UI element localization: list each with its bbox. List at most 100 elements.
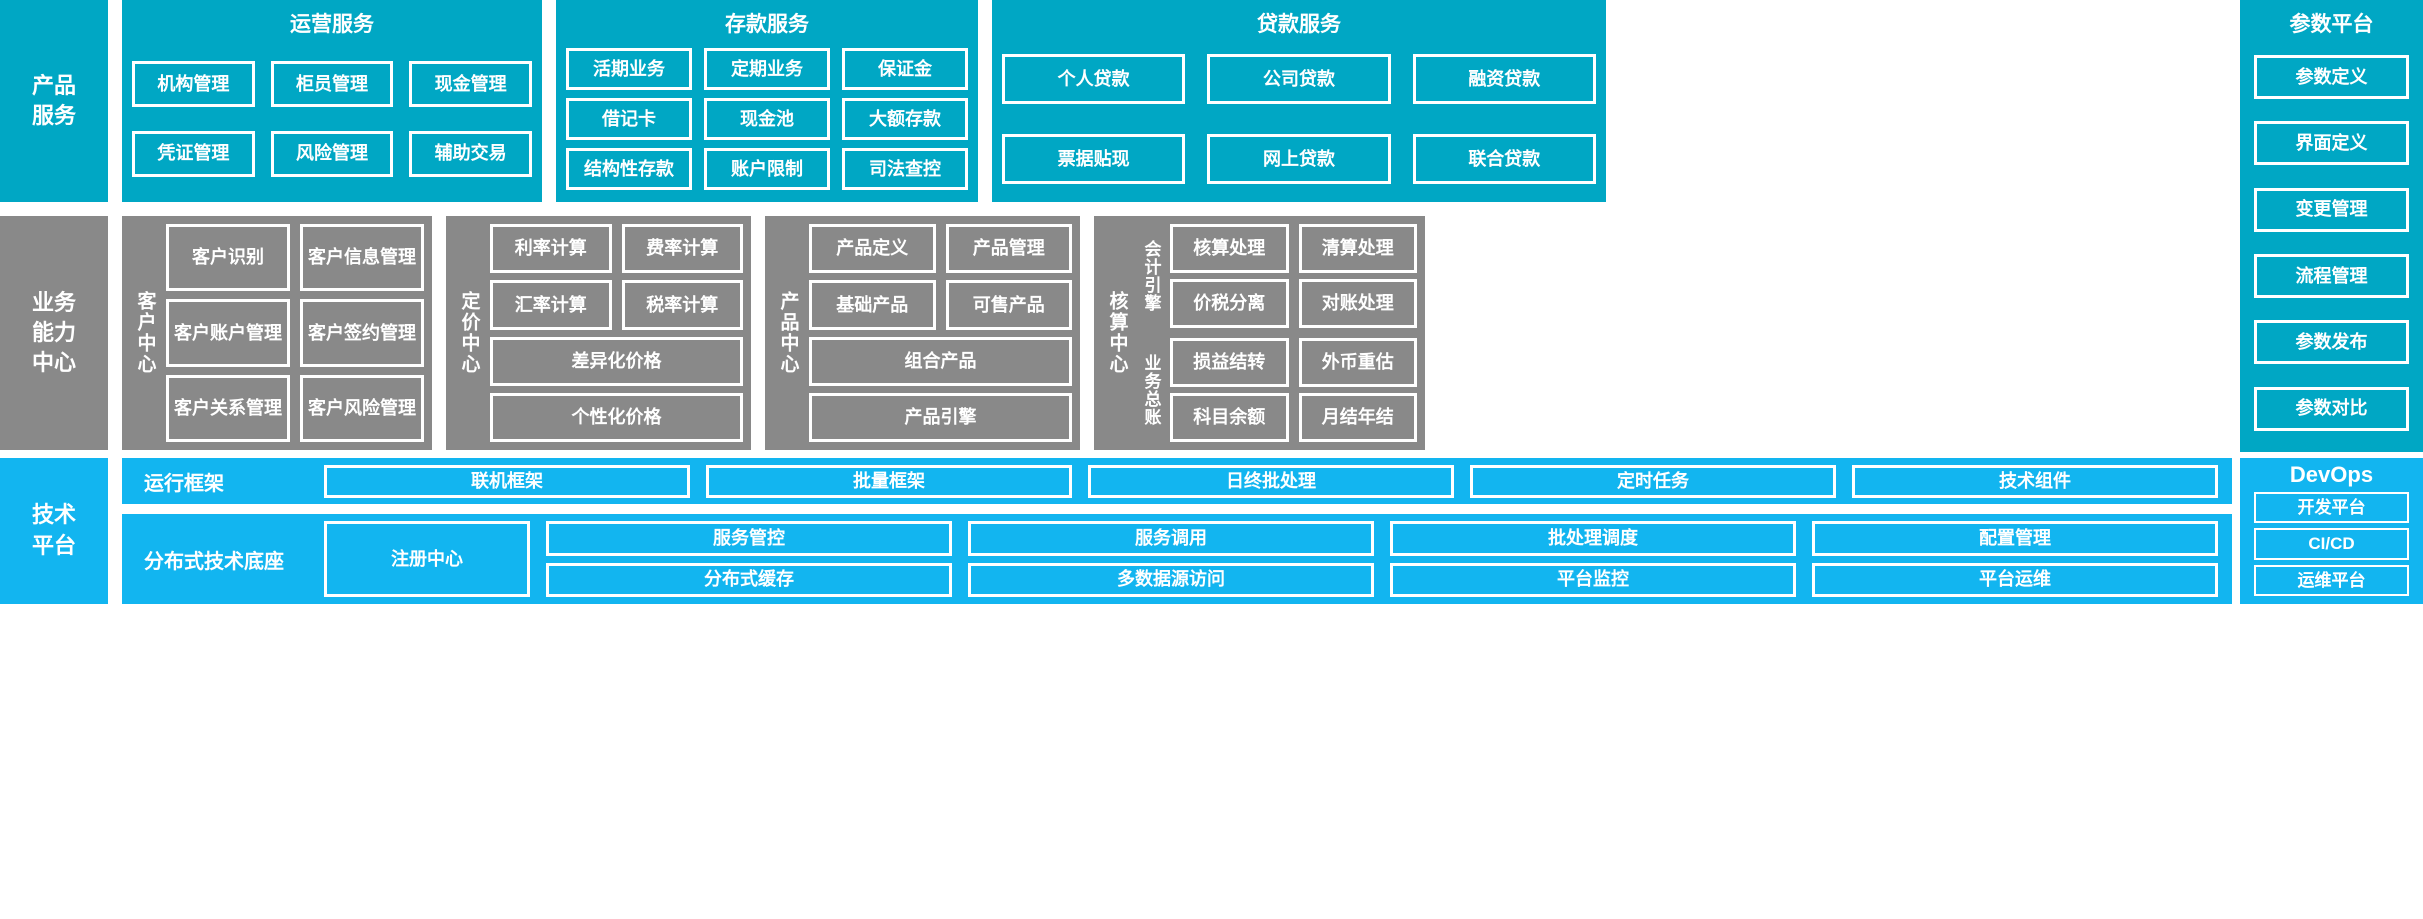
tile-pricing-2[interactable]: 汇率计算 xyxy=(490,280,612,330)
tile-foundation-6[interactable]: 平台监控 xyxy=(1390,562,1796,597)
tile-pricing-1[interactable]: 费率计算 xyxy=(621,224,743,274)
tile-foundation-2[interactable]: 批处理调度 xyxy=(1390,521,1796,556)
tile-acct-ledger-0[interactable]: 损益结转 xyxy=(1170,338,1289,387)
tp-label-line-2: 平台 xyxy=(31,533,76,558)
tile-product-2[interactable]: 基础产品 xyxy=(809,280,936,330)
tile-operation-3[interactable]: 凭证管理 xyxy=(132,130,255,177)
layer-label-line-1: 产品 xyxy=(31,73,76,99)
bc-label-line-1: 业务 xyxy=(31,290,76,316)
tile-deposit-2[interactable]: 保证金 xyxy=(842,48,968,90)
distributed-foundation-grid: 服务管控 服务调用 批处理调度 配置管理 分布式缓存 多数据源访问 平台监控 平… xyxy=(546,521,2218,597)
tile-product-1[interactable]: 产品管理 xyxy=(945,224,1072,274)
tile-runtime-3[interactable]: 定时任务 xyxy=(1470,464,1836,498)
accounting-block-ledger: 业务总账 损益结转 外币重估 科目余额 月结年结 xyxy=(1138,338,1417,442)
tile-acct-engine-2[interactable]: 价税分离 xyxy=(1170,279,1289,328)
band-runtime-framework: 运行框架 联机框架 批量框架 日终批处理 定时任务 技术组件 xyxy=(122,458,2232,504)
center-label-accounting: 核算中心 xyxy=(1106,291,1128,375)
loan-service-tiles: 个人贷款 公司贷款 融资贷款 票据贴现 网上贷款 联合贷款 xyxy=(1002,46,1596,192)
tp-label-line-1: 技术 xyxy=(31,502,76,528)
tile-product-wide-1[interactable]: 产品引擎 xyxy=(809,392,1072,442)
tile-operation-4[interactable]: 风险管理 xyxy=(270,130,394,177)
tile-loan-3[interactable]: 票据贴现 xyxy=(1002,134,1186,184)
center-pricing: 定价中心 利率计算 费率计算 汇率计算 税率计算 差异化价格 个性化价格 xyxy=(446,216,751,450)
tile-deposit-3[interactable]: 借记卡 xyxy=(566,98,692,140)
param-item-4[interactable]: 参数发布 xyxy=(2254,320,2409,365)
tile-foundation-5[interactable]: 多数据源访问 xyxy=(968,562,1374,597)
tile-acct-ledger-1[interactable]: 外币重估 xyxy=(1298,338,1417,387)
customer-center-tiles: 客户识别 客户信息管理 客户账户管理 客户签约管理 客户关系管理 客户风险管理 xyxy=(166,224,424,442)
tile-deposit-8[interactable]: 司法查控 xyxy=(842,148,968,190)
tile-product-3[interactable]: 可售产品 xyxy=(945,280,1072,330)
layer-product-service: 产品 服务 运营服务 机构管理 柜员管理 现金管理 凭证管理 风险管理 辅助交易… xyxy=(0,0,2423,202)
devops-item-1[interactable]: CI/CD xyxy=(2254,528,2409,560)
param-item-0[interactable]: 参数定义 xyxy=(2254,55,2409,100)
tile-pricing-0[interactable]: 利率计算 xyxy=(490,224,612,274)
tile-foundation-3[interactable]: 配置管理 xyxy=(1812,521,2218,556)
tile-operation-5[interactable]: 辅助交易 xyxy=(409,130,532,177)
tile-acct-engine-1[interactable]: 清算处理 xyxy=(1298,224,1417,273)
center-accounting: 核算中心 会计引擎 核算处理 清算处理 价税分离 对账处理 业务总账 损益结转 xyxy=(1094,216,1425,450)
tile-acct-ledger-3[interactable]: 月结年结 xyxy=(1298,393,1417,442)
tile-acct-ledger-2[interactable]: 科目余额 xyxy=(1170,393,1289,442)
param-item-3[interactable]: 流程管理 xyxy=(2254,254,2409,299)
tile-operation-1[interactable]: 柜员管理 xyxy=(270,61,394,108)
tile-registry-center[interactable]: 注册中心 xyxy=(324,521,530,597)
tile-pricing-3[interactable]: 税率计算 xyxy=(621,280,743,330)
group-title-operation-service: 运营服务 xyxy=(290,13,374,36)
tile-deposit-5[interactable]: 大额存款 xyxy=(842,98,968,140)
tile-foundation-4[interactable]: 分布式缓存 xyxy=(546,562,952,597)
tile-foundation-1[interactable]: 服务调用 xyxy=(968,521,1374,556)
tile-acct-engine-3[interactable]: 对账处理 xyxy=(1298,279,1417,328)
tile-product-0[interactable]: 产品定义 xyxy=(809,224,936,274)
devops-item-0[interactable]: 开发平台 xyxy=(2254,492,2409,524)
group-deposit-service: 存款服务 活期业务 定期业务 保证金 借记卡 现金池 大额存款 结构性存款 账户… xyxy=(556,0,978,202)
tile-loan-4[interactable]: 网上贷款 xyxy=(1207,134,1391,184)
tile-acct-engine-0[interactable]: 核算处理 xyxy=(1170,224,1289,273)
tile-product-wide-0[interactable]: 组合产品 xyxy=(809,336,1072,386)
tile-deposit-1[interactable]: 定期业务 xyxy=(704,48,830,90)
layer-technology-platform: 技术 平台 运行框架 联机框架 批量框架 日终批处理 定时任务 技术组件 分布式… xyxy=(0,458,2232,604)
accounting-sub-label-ledger: 业务总账 xyxy=(1141,354,1161,426)
center-label-product: 产品中心 xyxy=(777,291,799,375)
tile-deposit-4[interactable]: 现金池 xyxy=(704,98,830,140)
tile-loan-2[interactable]: 融资贷款 xyxy=(1412,54,1596,104)
tile-runtime-0[interactable]: 联机框架 xyxy=(324,464,690,498)
tile-foundation-7[interactable]: 平台运维 xyxy=(1812,562,2218,597)
tile-pricing-wide-0[interactable]: 差异化价格 xyxy=(490,336,743,386)
devops-item-2[interactable]: 运维平台 xyxy=(2254,564,2409,596)
tile-customer-4[interactable]: 客户关系管理 xyxy=(166,374,290,442)
band-label-distributed-foundation: 分布式技术底座 xyxy=(144,550,284,573)
tile-deposit-6[interactable]: 结构性存款 xyxy=(566,148,692,190)
tile-customer-2[interactable]: 客户账户管理 xyxy=(166,299,290,367)
tile-operation-2[interactable]: 现金管理 xyxy=(409,61,532,108)
tile-customer-0[interactable]: 客户识别 xyxy=(166,224,290,292)
runtime-framework-tiles: 联机框架 批量框架 日终批处理 定时任务 技术组件 xyxy=(324,464,2218,498)
accounting-center-blocks: 会计引擎 核算处理 清算处理 价税分离 对账处理 业务总账 损益结转 外币重估 … xyxy=(1138,224,1417,442)
devops-title: DevOps xyxy=(2289,462,2374,487)
tile-customer-5[interactable]: 客户风险管理 xyxy=(300,374,424,442)
tile-pricing-wide-1[interactable]: 个性化价格 xyxy=(490,392,743,442)
tile-customer-3[interactable]: 客户签约管理 xyxy=(300,299,424,367)
param-item-5[interactable]: 参数对比 xyxy=(2254,386,2409,431)
tile-deposit-0[interactable]: 活期业务 xyxy=(566,48,692,90)
tile-loan-5[interactable]: 联合贷款 xyxy=(1412,134,1596,184)
tile-loan-0[interactable]: 个人贷款 xyxy=(1002,54,1186,104)
tile-runtime-2[interactable]: 日终批处理 xyxy=(1088,464,1454,498)
band-label-runtime-framework: 运行框架 xyxy=(144,472,224,495)
tile-runtime-4[interactable]: 技术组件 xyxy=(1852,464,2218,498)
param-item-2[interactable]: 变更管理 xyxy=(2254,187,2409,232)
tile-operation-0[interactable]: 机构管理 xyxy=(132,61,255,108)
tile-loan-1[interactable]: 公司贷款 xyxy=(1207,54,1391,104)
bc-label-line-3: 中心 xyxy=(31,349,76,375)
accounting-ledger-tiles: 损益结转 外币重估 科目余额 月结年结 xyxy=(1170,338,1417,442)
tile-foundation-0[interactable]: 服务管控 xyxy=(546,521,952,556)
product-service-groups: 运营服务 机构管理 柜员管理 现金管理 凭证管理 风险管理 辅助交易 存款服务 … xyxy=(122,0,2423,202)
param-item-1[interactable]: 界面定义 xyxy=(2254,121,2409,166)
center-label-pricing: 定价中心 xyxy=(458,291,480,375)
tile-deposit-7[interactable]: 账户限制 xyxy=(704,148,830,190)
tile-runtime-1[interactable]: 批量框架 xyxy=(706,464,1072,498)
accounting-engine-tiles: 核算处理 清算处理 价税分离 对账处理 xyxy=(1170,224,1417,328)
tile-customer-1[interactable]: 客户信息管理 xyxy=(300,224,424,292)
group-loan-service: 贷款服务 个人贷款 公司贷款 融资贷款 票据贴现 网上贷款 联合贷款 xyxy=(992,0,1606,202)
layer-label-business-capability: 业务 能力 中心 xyxy=(0,216,108,450)
